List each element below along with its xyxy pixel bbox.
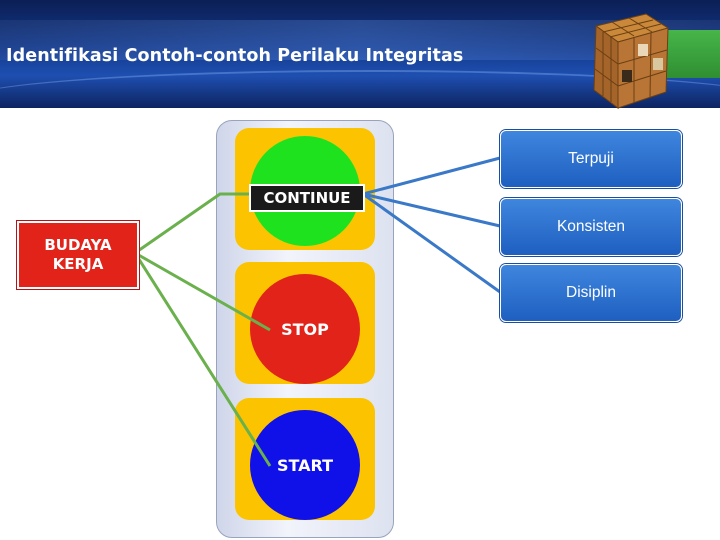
disiplin-box: Disiplin — [500, 264, 682, 322]
budaya-kerja-line2: KERJA — [52, 255, 104, 273]
terpuji-box: Terpuji — [500, 130, 682, 188]
continue-label: CONTINUE — [249, 184, 365, 212]
page-title: Identifikasi Contoh-contoh Perilaku Inte… — [6, 46, 464, 66]
terpuji-label: Terpuji — [568, 150, 614, 167]
connector-disiplin — [362, 192, 501, 294]
stop-label: STOP — [281, 320, 329, 339]
connector-continue — [134, 192, 249, 255]
budaya-kerja-box: BUDAYA KERJA — [17, 221, 139, 289]
title-bar: Identifikasi Contoh-contoh Perilaku Inte… — [0, 38, 600, 78]
photo-cube-icon — [593, 13, 670, 109]
connector-terpuji — [362, 156, 501, 196]
connector-start — [133, 252, 272, 467]
konsisten-box: Konsisten — [500, 198, 682, 256]
connector-konsisten — [362, 192, 501, 228]
disiplin-label: Disiplin — [566, 284, 616, 301]
budaya-kerja-line1: BUDAYA — [44, 236, 112, 254]
header-wave — [0, 70, 720, 108]
start-label: START — [276, 456, 334, 475]
connector-stop — [134, 251, 271, 332]
konsisten-label: Konsisten — [556, 218, 626, 235]
